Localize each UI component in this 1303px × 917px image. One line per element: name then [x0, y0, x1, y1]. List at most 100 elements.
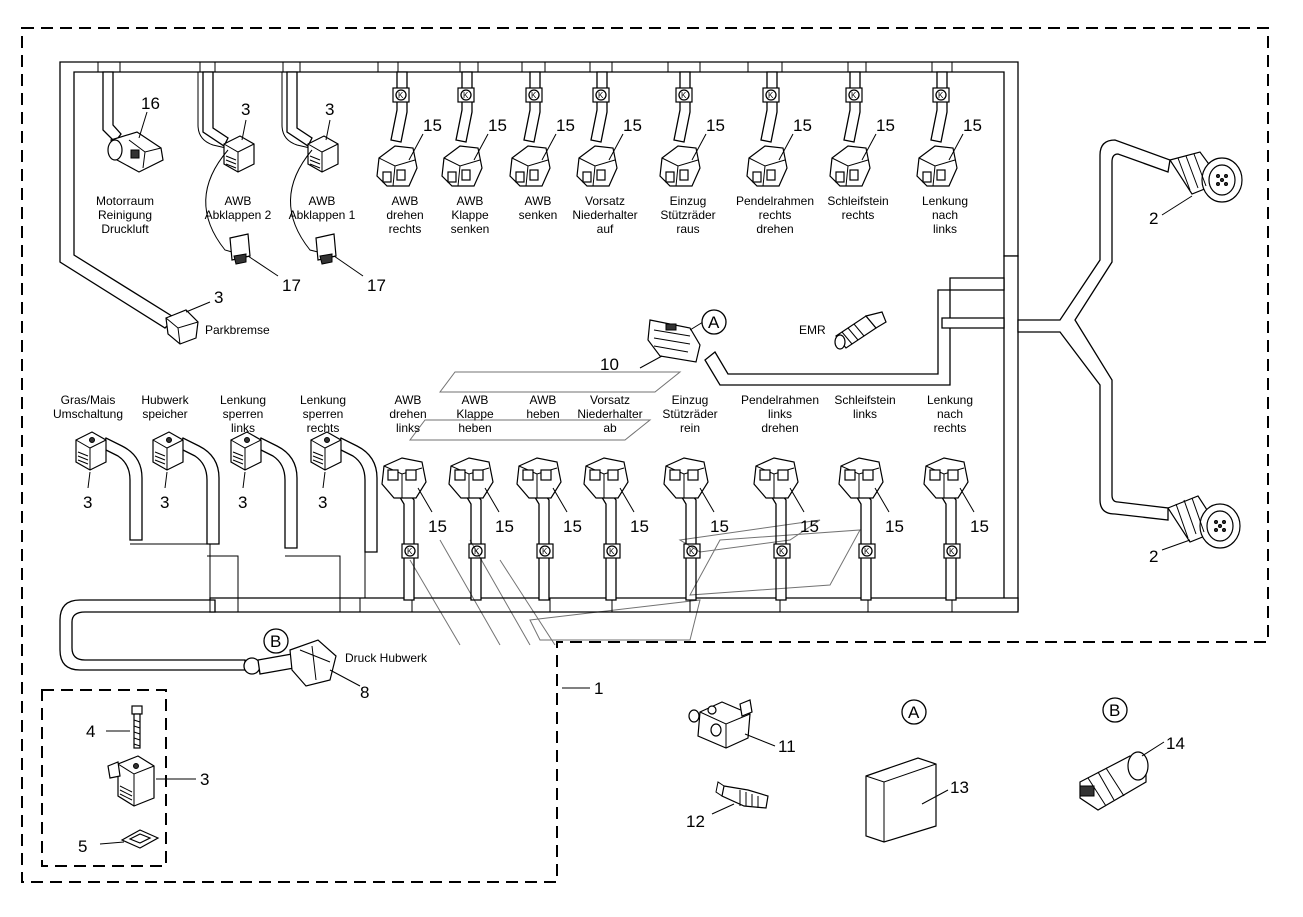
callout-b-detail-letter: B	[1109, 701, 1120, 720]
valve-marker: K	[949, 547, 955, 556]
connector-10	[639, 319, 704, 369]
valve-marker: K	[681, 91, 687, 100]
cover-13	[865, 757, 949, 843]
valve-marker: K	[689, 547, 695, 556]
part-number-16: 16	[141, 94, 160, 113]
kit-dashed-box	[41, 689, 167, 867]
part-number-4: 4	[86, 722, 95, 741]
part-number-15: 15	[876, 116, 895, 135]
part-number-17-left: 17	[282, 276, 301, 295]
part-number-12: 12	[686, 812, 705, 831]
valve-marker: K	[407, 547, 413, 556]
top-part-5: K 15	[509, 71, 575, 187]
part-number-15: 15	[623, 116, 642, 135]
part-number-15: 15	[963, 116, 982, 135]
part-number-15: 15	[710, 517, 729, 536]
valve-marker: K	[938, 91, 944, 100]
top-part-7: K 15	[659, 71, 725, 187]
bottom-part-1: 3	[152, 431, 220, 545]
kit-screw-4	[106, 705, 143, 749]
valve-marker: K	[851, 91, 857, 100]
callout-b-main-letter: B	[270, 632, 281, 651]
top-part-3: K 15	[376, 71, 442, 187]
part-number-15: 15	[630, 517, 649, 536]
top-part-2: 3	[281, 71, 339, 173]
part-number-15: 15	[428, 517, 447, 536]
callout-a-detail-letter: A	[908, 703, 920, 722]
part-number-15: 15	[885, 517, 904, 536]
valve-marker: K	[768, 91, 774, 100]
part-number-5: 5	[78, 837, 87, 856]
valve-marker: K	[598, 91, 604, 100]
kit-gasket-5	[99, 829, 160, 849]
part-number-15: 15	[970, 517, 989, 536]
top-part-0: 16	[102, 71, 164, 173]
part-number-15: 15	[488, 116, 507, 135]
part-number-15: 15	[495, 517, 514, 536]
top-part-9: K 15	[829, 71, 895, 187]
part-number-17-right: 17	[367, 276, 386, 295]
parkbremse-connector	[165, 301, 211, 345]
part-number-3: 3	[318, 493, 327, 512]
bottom-part-0: 3	[75, 431, 143, 541]
bottom-part-8: K 15	[663, 457, 729, 601]
part-number-3: 3	[325, 100, 334, 119]
callout-a-main-letter: A	[708, 313, 720, 332]
valve-marker: K	[531, 91, 537, 100]
t-adapter-11	[688, 699, 776, 749]
part-number-15: 15	[793, 116, 812, 135]
top-part-6: K 15	[576, 71, 642, 187]
bottom-part-7: K15	[583, 457, 649, 601]
valve-marker: K	[463, 91, 469, 100]
top-part-10: K 15	[916, 71, 982, 187]
part-number-2-top: 2	[1149, 209, 1158, 228]
part-number-10: 10	[600, 355, 619, 374]
part-number-15: 15	[706, 116, 725, 135]
top-part-4: K 15	[441, 71, 507, 187]
label-parkbremse: Parkbremse	[205, 323, 270, 337]
bottom-part-2: 3	[230, 431, 298, 549]
label-druck-hubwerk: Druck Hubwerk	[345, 651, 428, 665]
part-number-15: 15	[423, 116, 442, 135]
part-number-1: 1	[594, 679, 603, 698]
connector-17-left	[205, 149, 279, 277]
druck-hubwerk-sensor	[243, 639, 361, 687]
valve-marker: K	[398, 91, 404, 100]
part-number-2-bottom: 2	[1149, 547, 1158, 566]
part-number-14: 14	[1166, 734, 1185, 753]
callout-a-main	[701, 309, 727, 335]
kit-connector-3	[107, 755, 196, 807]
part-number-15: 15	[556, 116, 575, 135]
part-number-3: 3	[241, 100, 250, 119]
part-number-15: 15	[563, 517, 582, 536]
part-number-3-parkbremse: 3	[214, 288, 223, 307]
assembly-dashed-frame	[21, 27, 1269, 883]
valve-insert-12	[711, 781, 769, 815]
part-number-3: 3	[83, 493, 92, 512]
round-connector-2-bottom	[1161, 495, 1241, 551]
bottom-part-9: K15	[753, 457, 819, 601]
top-rail-ticks	[97, 62, 953, 612]
part-number-3: 3	[160, 493, 169, 512]
